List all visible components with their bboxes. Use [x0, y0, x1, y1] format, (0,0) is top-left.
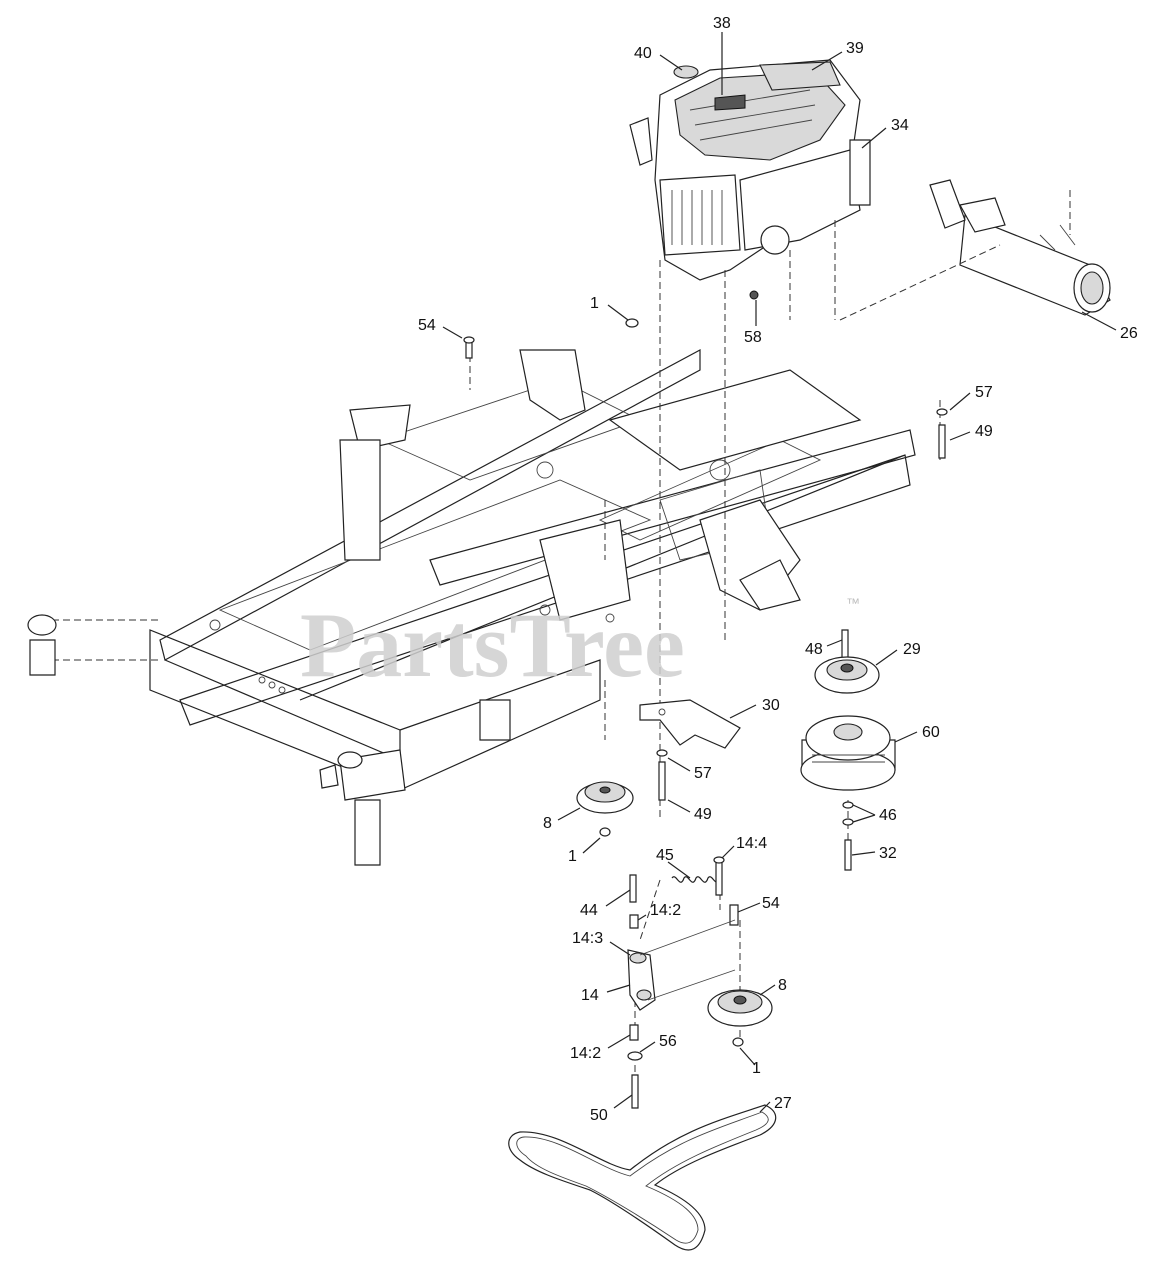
callout-48: 48 [805, 641, 823, 658]
callout-1-mid: 1 [568, 848, 577, 865]
hardware-parts [463, 318, 948, 1109]
drive-belt [508, 1104, 777, 1251]
callout-32: 32 [879, 845, 897, 862]
callout-14-4: 14:4 [736, 835, 767, 852]
watermark: PartsTree ™ [300, 594, 860, 696]
callout-14-2-lower: 14:2 [570, 1045, 601, 1062]
callout-60: 60 [922, 724, 940, 741]
callout-8-left: 8 [543, 815, 552, 832]
muffler [839, 179, 1111, 321]
callout-29: 29 [903, 641, 921, 658]
callout-58: 58 [744, 329, 762, 346]
callout-1-bottom: 1 [752, 1060, 761, 1077]
callout-30: 30 [762, 697, 780, 714]
callout-14-3: 14:3 [572, 930, 603, 947]
callout-49-center: 49 [694, 806, 712, 823]
callout-45: 45 [656, 847, 674, 864]
callout-38: 38 [713, 15, 731, 32]
callout-1-top: 1 [590, 295, 599, 312]
callout-57-right: 57 [975, 384, 993, 401]
callout-39: 39 [846, 40, 864, 57]
callout-14-2-upper: 14:2 [650, 902, 681, 919]
callout-26: 26 [1120, 325, 1138, 342]
callout-57-center: 57 [694, 765, 712, 782]
callout-54-top: 54 [418, 317, 436, 334]
callout-49-right: 49 [975, 423, 993, 440]
leader-lines [442, 32, 1117, 1113]
callout-labels: 38 39 40 34 26 1 54 58 57 49 48 29 30 60… [418, 15, 1138, 1124]
callout-14: 14 [581, 987, 599, 1004]
watermark-text: PartsTree [300, 594, 685, 696]
watermark-trademark: ™ [846, 595, 860, 611]
callout-54-lower: 54 [762, 895, 780, 912]
callout-56: 56 [659, 1033, 677, 1050]
callout-44: 44 [580, 902, 598, 919]
callout-8-right: 8 [778, 977, 787, 994]
callout-40: 40 [634, 45, 652, 62]
callout-50: 50 [590, 1107, 608, 1124]
engine-assembly [629, 59, 871, 300]
callout-34: 34 [891, 117, 909, 134]
callout-46: 46 [879, 807, 897, 824]
callout-27: 27 [774, 1095, 792, 1112]
